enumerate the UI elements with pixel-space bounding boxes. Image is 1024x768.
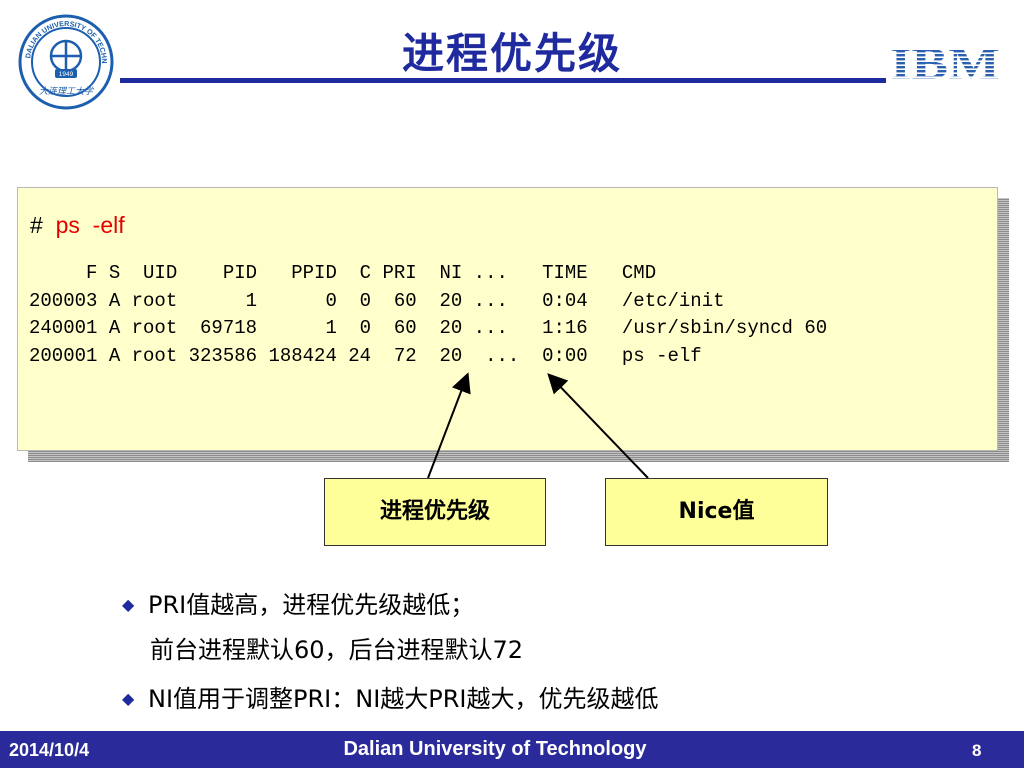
bullet-pri-continuation: 前台进程默认60，后台进程默认72	[150, 636, 524, 664]
ps-output: F S UID PID PPID C PRI NI ... TIME CMD 2…	[29, 260, 827, 370]
bullet-pri: ◆ PRI值越高，进程优先级越低；	[122, 585, 474, 620]
title-underline	[120, 78, 886, 83]
logo-year: 1949	[59, 71, 74, 78]
diamond-bullet-icon: ◆	[122, 689, 135, 708]
ps-row: 240001 A root 69718 1 0 60 20 ... 1:16 /…	[29, 317, 828, 339]
nice-label-box: Nice值	[605, 478, 828, 546]
ps-header-row: F S UID PID PPID C PRI NI ... TIME CMD	[29, 262, 657, 284]
ps-row: 200001 A root 323586 188424 24 72 20 ...…	[29, 344, 702, 367]
bullet-ni: ◆ NI值用于调整PRI：NI越大PRI越大，优先级越低	[122, 679, 659, 714]
command-option: -elf	[92, 212, 125, 238]
ps-row: 200003 A root 1 0 0 60 20 ... 0:04 /etc/…	[29, 289, 725, 312]
priority-label-box: 进程优先级	[324, 478, 546, 546]
diamond-bullet-icon: ◆	[122, 595, 135, 614]
prompt-symbol: #	[30, 212, 43, 238]
footer-date: 2014/10/4	[9, 740, 90, 760]
terminal-output-box: # ps -elf F S UID PID PPID C PRI NI ... …	[17, 187, 998, 451]
bullet-ni-text: NI值用于调整PRI：NI越大PRI越大，优先级越低	[148, 685, 659, 713]
command-line: # ps -elf	[30, 212, 125, 239]
footer-organization: Dalian University of Technology	[343, 738, 647, 760]
dalian-university-logo: DALIAN UNIVERSITY OF TECHNOLOGY 1949 大连理…	[18, 14, 114, 110]
ibm-logo: IBM	[890, 39, 1000, 84]
bullet-pri-text: PRI值越高，进程优先级越低；	[148, 591, 475, 619]
footer-bar: 2014/10/4 Dalian University of Technolog…	[0, 731, 1024, 768]
page-number: 8	[972, 741, 982, 760]
slide-title: 进程优先级	[401, 29, 622, 78]
ibm-logo-text: IBM	[890, 39, 1000, 84]
logo-motto: 大连理工大学	[39, 86, 94, 97]
command-name: ps	[55, 212, 80, 238]
